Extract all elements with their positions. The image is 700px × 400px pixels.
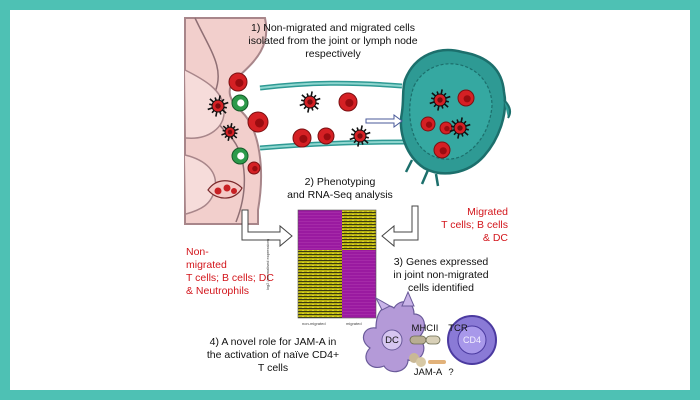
red-cell-icon — [317, 127, 335, 145]
jama-label: JAM-A — [413, 367, 443, 378]
dendritic-cell-icon — [449, 117, 471, 139]
arrow-left-to-heatmap — [241, 209, 293, 248]
red-cell-icon — [433, 141, 451, 159]
red-cell-icon — [247, 161, 261, 175]
red-cell-icon — [420, 116, 436, 132]
step2-text: 2) Phenotyping and RNA-Seq analysis — [287, 176, 393, 201]
heatmap-x-label-nonmigrated: non-migrated — [302, 321, 326, 326]
cell-group — [207, 72, 475, 175]
heatmap-x-label-migrated: migrated — [346, 321, 362, 326]
red-cell-icon — [228, 72, 248, 92]
arrow-icon — [365, 114, 403, 128]
cd4-label: CD4 — [462, 335, 481, 345]
lymphatic-vessel — [259, 80, 409, 151]
step4-text: 4) A novel role for JAM-A in the activat… — [206, 336, 340, 374]
dendritic-cell-icon — [221, 123, 239, 141]
dendritic-cell-icon — [429, 89, 451, 111]
dendritic-cell-icon — [299, 91, 321, 113]
migrated-label: Migrated T cells; B cells & DC — [441, 206, 508, 244]
tcr-label: TCR — [448, 323, 468, 334]
green-cell-icon — [231, 94, 249, 112]
red-cell-icon — [247, 111, 269, 133]
dendritic-cell-icon — [349, 125, 371, 147]
mhcii-label: MHCII — [411, 323, 439, 334]
non-migrated-label: Non- migrated T cells; B cells; DC & Neu… — [186, 246, 274, 297]
diagram-artwork — [184, 17, 512, 373]
red-cell-icon — [292, 128, 312, 148]
dendritic-cell-icon — [207, 95, 229, 117]
arrow-right-to-heatmap — [381, 205, 419, 248]
heatmap — [297, 209, 377, 319]
red-cell-icon — [457, 89, 475, 107]
figure-panel: 1) Non-migrated and migrated cells isola… — [10, 10, 690, 390]
step3-text: 3) Genes expressed in joint non-migrated… — [393, 256, 489, 294]
dc-label: DC — [385, 335, 399, 346]
green-cell-icon — [231, 147, 249, 165]
step1-text: 1) Non-migrated and migrated cells isola… — [248, 22, 418, 60]
lymph-node-icon — [399, 48, 512, 187]
heatmap-y-label: log2 (normalised expression) — [265, 238, 271, 291]
synapse-diagram — [362, 290, 497, 373]
red-cell-icon — [439, 121, 453, 135]
question-mark-label: ? — [448, 367, 454, 378]
red-cell-icon — [338, 92, 358, 112]
